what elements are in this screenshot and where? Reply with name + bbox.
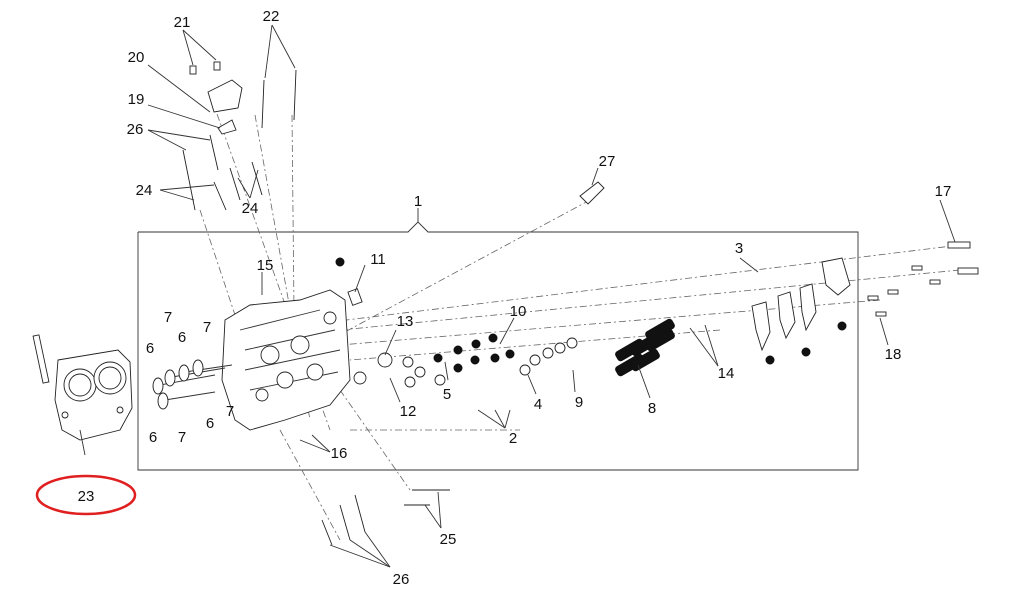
label-12: 12 bbox=[400, 403, 417, 420]
label-20: 20 bbox=[128, 49, 145, 66]
label-13: 13 bbox=[397, 313, 414, 330]
label-24: 24 bbox=[136, 182, 153, 199]
label-26: 26 bbox=[127, 121, 144, 138]
label-14: 14 bbox=[718, 365, 735, 382]
label-22: 22 bbox=[263, 8, 280, 25]
label-2: 2 bbox=[509, 430, 517, 447]
thermostat-housing bbox=[189, 61, 243, 135]
head-gasket bbox=[32, 334, 133, 441]
cylinder-head bbox=[221, 289, 351, 431]
label-6: 6 bbox=[178, 329, 186, 346]
label-24: 24 bbox=[242, 200, 259, 217]
label-10: 10 bbox=[510, 303, 527, 320]
assembly-frame bbox=[137, 221, 859, 471]
label-7: 7 bbox=[226, 403, 234, 420]
label-15: 15 bbox=[257, 257, 274, 274]
label-26: 26 bbox=[393, 571, 410, 588]
bolts bbox=[867, 241, 979, 317]
callout-labels: 1 2 3 4 5 6 6 6 6 7 7 7 7 8 9 10 11 12 1… bbox=[78, 8, 952, 588]
label-6: 6 bbox=[149, 429, 157, 446]
label-16: 16 bbox=[331, 445, 348, 462]
valve-springs bbox=[615, 318, 675, 377]
label-18: 18 bbox=[885, 346, 902, 363]
label-5: 5 bbox=[443, 386, 451, 403]
label-3: 3 bbox=[735, 240, 743, 257]
label-7: 7 bbox=[164, 309, 172, 326]
valves bbox=[152, 359, 233, 410]
label-6: 6 bbox=[206, 415, 214, 432]
label-4: 4 bbox=[534, 396, 542, 413]
label-8: 8 bbox=[648, 400, 656, 417]
label-9: 9 bbox=[575, 394, 583, 411]
misc-pins bbox=[347, 288, 450, 506]
label-27: 27 bbox=[599, 153, 616, 170]
label-17: 17 bbox=[935, 183, 952, 200]
label-19: 19 bbox=[128, 91, 145, 108]
label-25: 25 bbox=[440, 531, 457, 548]
label-11: 11 bbox=[370, 251, 386, 268]
highlight-ellipse bbox=[35, 474, 137, 516]
label-21: 21 bbox=[174, 14, 191, 31]
leader-lines bbox=[79, 24, 956, 568]
label-7: 7 bbox=[178, 429, 186, 446]
sensor-27 bbox=[579, 181, 605, 205]
label-1: 1 bbox=[414, 193, 422, 210]
label-23: 23 bbox=[78, 488, 95, 505]
label-7: 7 bbox=[203, 319, 211, 336]
rocker-arms bbox=[335, 257, 851, 365]
label-6: 6 bbox=[146, 340, 154, 357]
